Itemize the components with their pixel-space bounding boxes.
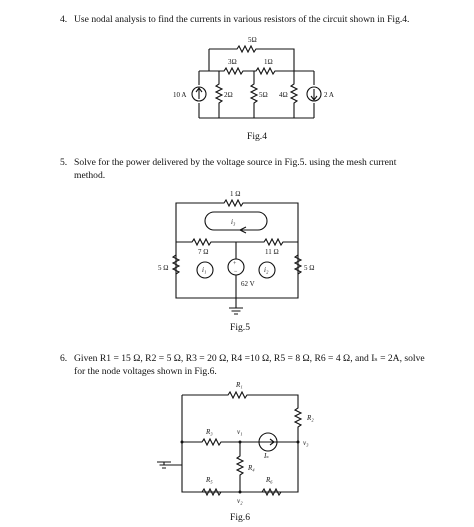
fig6-label-v1: v₁ xyxy=(237,428,243,436)
fig5-label-5ohm-left: 5 Ω xyxy=(158,264,168,272)
fig5-resistor-5ohm-left xyxy=(171,254,181,275)
fig5-label-62v: 62 V xyxy=(241,280,255,288)
fig6-label-r3: R₃ xyxy=(205,428,213,436)
fig6-label-r4: R₄ xyxy=(247,464,255,472)
fig5-mesh-i1-indicator xyxy=(196,261,214,279)
fig4-resistor-5ohm-top xyxy=(209,44,295,71)
fig4-label-5ohm-top: 5Ω xyxy=(248,36,257,44)
fig6-label-v3: v₃ xyxy=(303,439,309,447)
fig4-current-source-2a xyxy=(306,86,322,102)
figure-6-caption: Fig.6 xyxy=(230,512,250,523)
fig4-resistors-3ohm-1ohm xyxy=(199,66,314,76)
fig4-label-10a: 10 A xyxy=(173,91,186,99)
fig6-label-r2: R₂ xyxy=(306,414,314,422)
fig5-ground xyxy=(229,298,243,315)
fig5-label-i2: i₂ xyxy=(264,266,269,274)
fig6-label-v2: v₂ xyxy=(237,497,243,505)
fig5-mesh-i2-indicator xyxy=(258,261,276,279)
fig5-voltage-source xyxy=(227,258,245,276)
fig5-mesh-i3-indicator xyxy=(204,211,268,231)
fig4-resistor-5ohm-vertical xyxy=(249,71,259,118)
fig6-resistor-r4 xyxy=(235,442,245,492)
fig4-label-1ohm: 1Ω xyxy=(264,58,273,66)
fig6-label-r5: R₅ xyxy=(205,476,213,484)
fig5-label-1ohm: 1 Ω xyxy=(230,190,240,198)
fig4-label-5ohm: 5Ω xyxy=(259,91,268,99)
svg-text:+: + xyxy=(233,261,237,267)
fig6-resistor-r3 xyxy=(182,437,298,447)
fig6-label-r6: R₆ xyxy=(265,476,273,484)
svg-text:−: − xyxy=(234,269,238,275)
question-text-line-2: method. xyxy=(74,169,106,181)
fig6-resistor-r6 xyxy=(261,487,282,497)
question-number: 5. xyxy=(60,157,68,168)
fig5-label-i3: i₃ xyxy=(231,218,236,226)
fig5-middle-resistors xyxy=(176,237,298,247)
question-number: 6. xyxy=(60,353,68,364)
fig4-label-2ohm: 2Ω xyxy=(224,91,233,99)
figure-4-caption: Fig.4 xyxy=(247,131,267,142)
fig4-resistor-4ohm xyxy=(289,71,299,118)
fig5-resistor-5ohm-right xyxy=(293,254,303,275)
fig5-outer-loop xyxy=(175,198,299,299)
question-number: 4. xyxy=(60,14,68,25)
fig6-current-source-is xyxy=(258,432,278,452)
fig5-label-7ohm: 7 Ω xyxy=(198,248,208,256)
question-text: Use nodal analysis to find the currents … xyxy=(74,14,410,25)
fig5-label-11ohm: 11 Ω xyxy=(265,248,279,256)
question-text-line-2: for the node voltages shown in Fig.6. xyxy=(74,365,217,377)
fig5-label-5ohm-right: 5 Ω xyxy=(304,264,314,272)
fig6-resistor-r5 xyxy=(201,487,222,497)
question-text-line-1: Solve for the power delivered by the vol… xyxy=(74,157,397,168)
fig6-resistor-r1-r2 xyxy=(182,390,303,442)
fig4-label-2a: 2 A xyxy=(324,91,334,99)
fig6-label-is: Iₛ xyxy=(263,452,269,460)
fig6-label-r1: R₁ xyxy=(235,381,243,389)
fig4-label-3ohm: 3Ω xyxy=(228,58,237,66)
fig5-label-i1: i₁ xyxy=(202,266,206,274)
fig4-resistor-2ohm xyxy=(214,71,224,118)
question-text-line-1: Given R1 = 15 Ω, R2 = 5 Ω, R3 = 20 Ω, R4… xyxy=(74,353,425,364)
figure-5-caption: Fig.5 xyxy=(230,322,250,333)
fig4-label-4ohm: 4Ω xyxy=(279,91,288,99)
fig4-current-source-10a xyxy=(191,86,207,102)
fig6-ground xyxy=(157,461,182,469)
